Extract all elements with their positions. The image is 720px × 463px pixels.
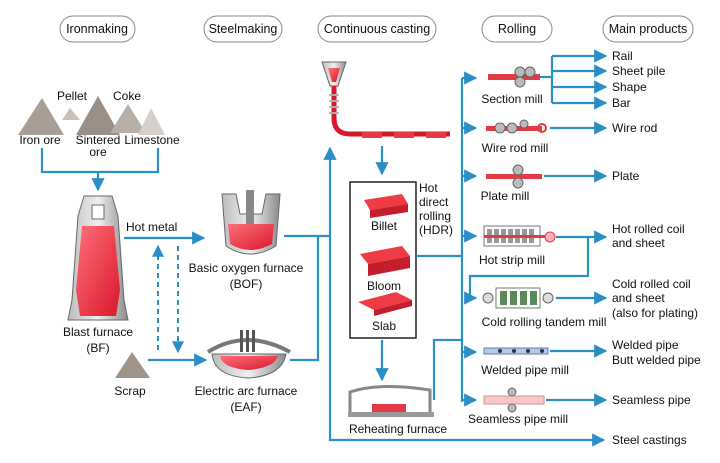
- scrap-pile-icon: [115, 352, 150, 378]
- product-plate: Plate: [612, 169, 640, 183]
- hot-metal-label: Hot metal: [126, 220, 177, 234]
- section-mill-icon: [488, 66, 540, 88]
- eaf-abbrev: (EAF): [230, 400, 261, 414]
- stage-label: Steelmaking: [209, 22, 278, 36]
- hdr-label-3: rolling: [419, 209, 451, 223]
- slab-label: Slab: [372, 319, 396, 333]
- bof-icon: [221, 190, 281, 255]
- to-caster-arrow: [318, 146, 337, 238]
- product-welded-pipe: Welded pipe: [612, 338, 679, 352]
- product-cold-rolled-2: and sheet: [612, 291, 665, 305]
- plate-mill-icon: [486, 164, 542, 189]
- welded-pipe-mill-label: Welded pipe mill: [481, 363, 569, 377]
- pellet-label: Pellet: [57, 89, 88, 103]
- bloom-label: Bloom: [367, 279, 401, 293]
- stage-header-ironmaking: Ironmaking: [59, 15, 136, 43]
- eaf-icon: [206, 330, 291, 379]
- billet-label: Billet: [371, 219, 398, 233]
- bof-abbrev: (BOF): [230, 277, 263, 291]
- blast-furnace-icon: [67, 195, 129, 321]
- pellet-pile-icon: [62, 108, 80, 120]
- limestone-pile-icon: [138, 108, 165, 135]
- reheating-label: Reheating furnace: [349, 422, 447, 436]
- raw-collector-line: [40, 148, 160, 174]
- product-steel-castings: Steel castings: [612, 433, 687, 447]
- product-shape: Shape: [612, 80, 647, 94]
- product-cold-rolled-3: (also for plating): [612, 306, 698, 320]
- wire-rod-mill-icon: [486, 119, 547, 134]
- limestone-label: Limestone: [124, 133, 180, 147]
- sintered-ore-label: Sintered: [76, 133, 121, 147]
- stage-header-rolling: Rolling: [481, 15, 553, 43]
- eaf-label: Electric arc furnace: [195, 384, 298, 398]
- hot-strip-mill-icon: [483, 225, 556, 247]
- stage-label: Ironmaking: [66, 22, 128, 36]
- reheating-furnace-icon: [348, 384, 434, 417]
- hdr-label-2: direct: [419, 195, 449, 209]
- seamless-pipe-mill-icon: [483, 387, 545, 413]
- bf-abbrev: (BF): [86, 341, 109, 355]
- stage-header-products: Main products: [602, 15, 694, 43]
- scrap-label: Scrap: [114, 384, 146, 398]
- billet-icon: [364, 194, 408, 218]
- bof-label: Basic oxygen furnace: [189, 261, 304, 275]
- product-rail: Rail: [612, 49, 633, 63]
- hdr-label-4: (HDR): [419, 223, 453, 237]
- stage-header-casting: Continuous casting: [317, 15, 437, 43]
- iron-ore-pile-icon: [18, 98, 64, 135]
- reheat-to-rolling-line: [432, 338, 446, 400]
- raw-materials: Pellet Coke Iron ore Sintered ore Limest…: [18, 89, 180, 159]
- cold-tandem-mill-label: Cold rolling tandem mill: [482, 315, 607, 329]
- coke-pile-icon: [110, 104, 146, 133]
- slab-icon: [358, 292, 412, 316]
- stage-label: Continuous casting: [324, 22, 430, 36]
- section-mill-label: Section mill: [481, 92, 542, 106]
- to-cold-tandem-arrow: [464, 237, 590, 305]
- product-sheet-pile: Sheet pile: [612, 64, 666, 78]
- sintered-ore-pile-icon: [76, 96, 120, 135]
- wire-rod-mill-label: Wire rod mill: [482, 141, 549, 155]
- bloom-icon: [360, 246, 410, 276]
- cold-tandem-mill-icon: [482, 287, 554, 309]
- steel-castings-arrow: [328, 236, 606, 447]
- sintered-ore-label-2: ore: [89, 145, 107, 159]
- seamless-pipe-mill-label: Seamless pipe mill: [468, 412, 568, 426]
- plate-mill-label: Plate mill: [481, 189, 530, 203]
- continuous-caster-icon: [321, 61, 450, 138]
- product-seamless-pipe: Seamless pipe: [612, 393, 691, 407]
- iron-ore-label: Iron ore: [19, 133, 61, 147]
- product-cold-rolled: Cold rolled coil: [612, 277, 691, 291]
- stage-header-steelmaking: Steelmaking: [203, 15, 283, 43]
- hdr-label-1: Hot: [419, 181, 438, 195]
- welded-pipe-mill-icon: [483, 347, 549, 355]
- hot-strip-mill-label: Hot strip mill: [479, 253, 545, 267]
- product-bar: Bar: [612, 96, 631, 110]
- product-wire-rod: Wire rod: [612, 121, 657, 135]
- product-hot-rolled: Hot rolled coil: [612, 222, 685, 236]
- product-butt-welded-pipe: Butt welded pipe: [612, 353, 701, 367]
- stage-label: Rolling: [498, 22, 536, 36]
- product-hot-rolled-2: and sheet: [612, 236, 665, 250]
- stage-label: Main products: [609, 22, 688, 36]
- bf-label: Blast furnace: [63, 325, 133, 339]
- steel-collector-line: [284, 234, 320, 362]
- coke-label: Coke: [113, 89, 141, 103]
